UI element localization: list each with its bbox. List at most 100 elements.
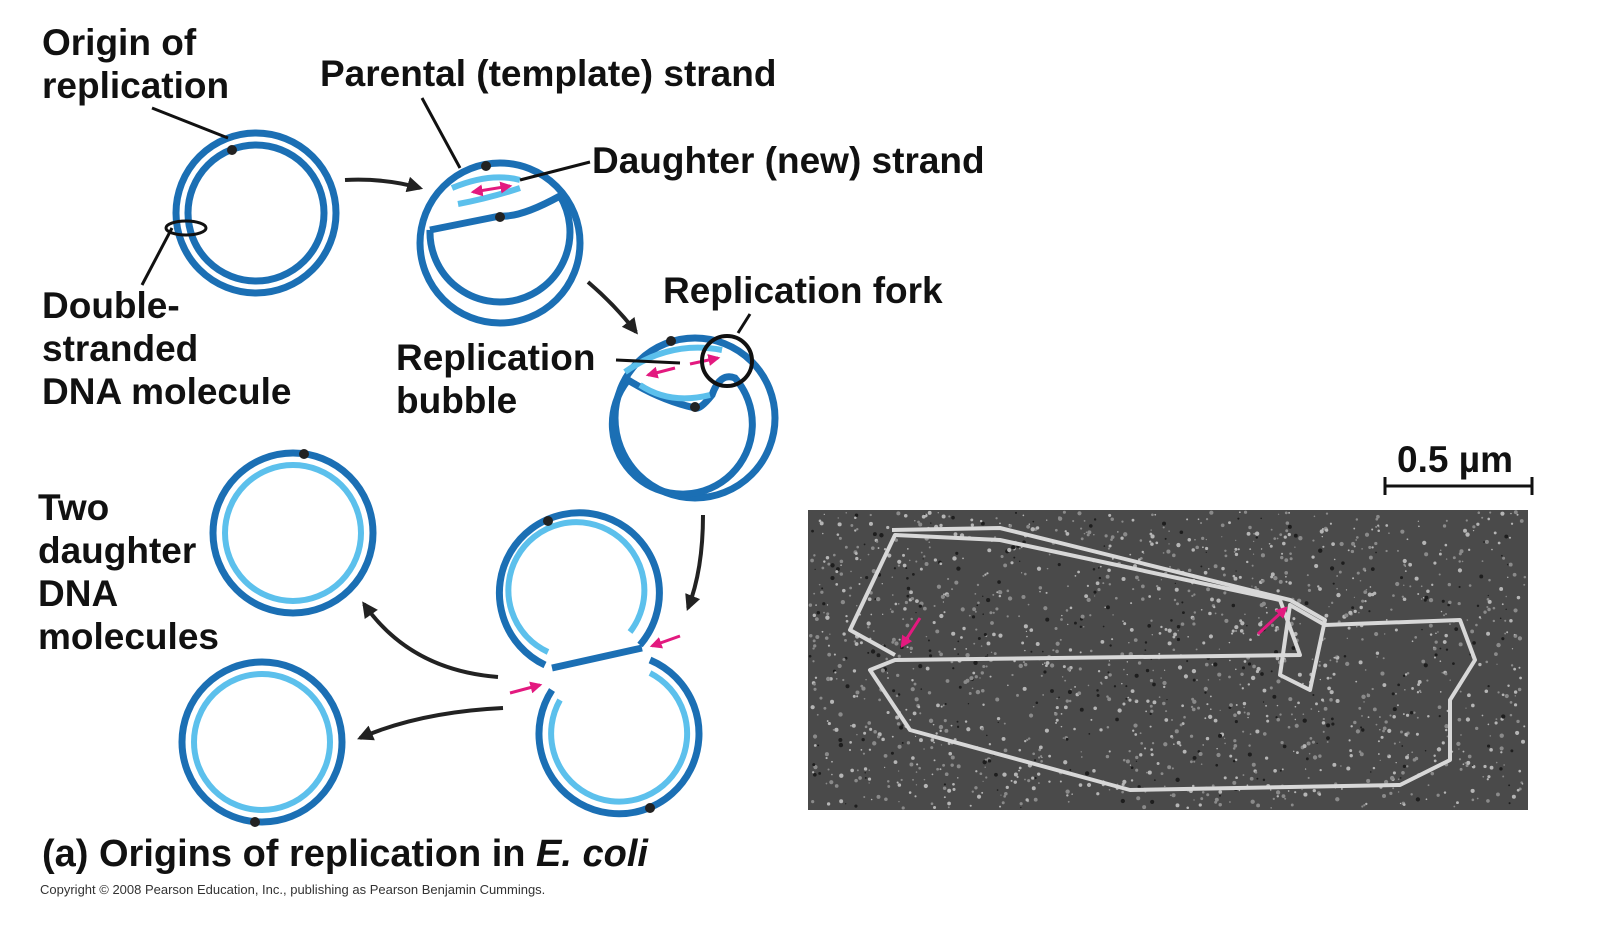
micrograph-speckle <box>1095 581 1100 586</box>
micrograph-speckle <box>1016 693 1019 697</box>
micrograph-speckle <box>1099 681 1103 684</box>
micrograph-speckle <box>1489 735 1492 737</box>
micrograph-speckle <box>1294 705 1297 708</box>
micrograph-speckle <box>831 773 833 776</box>
micrograph-speckle <box>1237 710 1241 715</box>
micrograph-speckle <box>1392 771 1396 775</box>
micrograph-speckle <box>1279 713 1282 716</box>
micrograph-speckle <box>1137 661 1142 665</box>
micrograph-speckle <box>812 763 816 767</box>
micrograph-speckle <box>1460 734 1462 736</box>
micrograph-speckle <box>813 765 818 770</box>
micrograph-speckle <box>1088 733 1091 735</box>
micrograph-speckle <box>1111 638 1114 641</box>
micrograph-speckle <box>915 771 918 773</box>
micrograph-speckle <box>812 647 815 650</box>
micrograph-speckle <box>1234 625 1239 630</box>
micrograph-speckle <box>1221 566 1225 571</box>
micrograph-speckle <box>999 805 1002 808</box>
micrograph-speckle <box>968 692 972 695</box>
micrograph-speckle <box>892 637 896 642</box>
micrograph-speckle <box>1235 570 1237 572</box>
micrograph-speckle <box>1200 565 1203 568</box>
micrograph-speckle <box>1318 548 1323 553</box>
figure-caption: (a) Origins of replication in E. coli <box>42 833 649 875</box>
micrograph-speckle <box>1399 802 1402 805</box>
micrograph-speckle <box>981 688 985 693</box>
micrograph-speckle <box>839 799 844 804</box>
micrograph-speckle <box>1285 580 1288 583</box>
micrograph-speckle <box>1273 768 1277 773</box>
micrograph-speckle <box>859 559 862 561</box>
micrograph-speckle <box>1038 586 1043 590</box>
micrograph-speckle <box>859 641 863 645</box>
micrograph-speckle <box>1036 566 1042 571</box>
micrograph-speckle <box>1191 707 1196 712</box>
micrograph-speckle <box>1042 650 1044 653</box>
micrograph-speckle <box>1260 672 1264 676</box>
micrograph-speckle <box>1507 576 1509 579</box>
micrograph-speckle <box>1059 638 1062 641</box>
micrograph-speckle <box>1026 635 1028 638</box>
micrograph-speckle <box>982 780 984 782</box>
micrograph-speckle <box>869 513 872 517</box>
micrograph-speckle <box>1331 722 1335 726</box>
micrograph-speckle <box>1204 691 1207 694</box>
micrograph-speckle <box>1083 519 1086 522</box>
micrograph-speckle <box>1376 656 1378 658</box>
micrograph-speckle <box>1218 648 1221 650</box>
micrograph-speckle <box>1149 725 1152 728</box>
micrograph-speckle <box>1192 699 1197 704</box>
micrograph-speckle <box>1107 671 1110 674</box>
micrograph-speckle <box>1400 730 1403 734</box>
micrograph-speckle <box>928 718 934 724</box>
micrograph-speckle <box>1190 705 1194 709</box>
micrograph-speckle <box>1177 629 1180 632</box>
micrograph-speckle <box>1468 584 1472 587</box>
micrograph-speckle <box>1318 710 1320 713</box>
micrograph-speckle <box>1508 784 1511 787</box>
micrograph-speckle <box>1456 801 1459 805</box>
micrograph-speckle <box>950 763 954 767</box>
micrograph-speckle <box>1007 684 1009 687</box>
micrograph-speckle <box>973 660 978 665</box>
micrograph-speckle <box>1314 564 1319 569</box>
micrograph-speckle <box>1174 729 1179 734</box>
micrograph-speckle <box>1256 777 1259 780</box>
micrograph-speckle <box>1151 513 1154 517</box>
micrograph-speckle <box>1171 718 1173 721</box>
micrograph-speckle <box>986 572 989 575</box>
micrograph-speckle <box>1415 732 1419 736</box>
micrograph-speckle <box>1521 739 1526 744</box>
micrograph-speckle <box>1192 678 1196 682</box>
micrograph-speckle <box>1104 606 1106 609</box>
micrograph-speckle <box>1030 527 1035 532</box>
micrograph-speckle <box>1108 750 1111 753</box>
micrograph-speckle <box>1018 663 1023 669</box>
micrograph-speckle <box>1010 779 1013 782</box>
micrograph-speckle <box>1414 756 1419 761</box>
micrograph-speckle <box>1424 595 1429 600</box>
micrograph-speckle <box>1399 777 1402 779</box>
dna-circle-bubble-small <box>416 159 584 327</box>
micrograph-speckle <box>1063 705 1068 710</box>
micrograph-speckle <box>1252 664 1256 669</box>
micrograph-speckle <box>1335 797 1340 802</box>
micrograph-speckle <box>1078 783 1083 787</box>
micrograph-speckle <box>982 760 987 765</box>
micrograph-speckle <box>1248 525 1252 530</box>
micrograph-speckle <box>1418 525 1420 528</box>
micrograph-speckle <box>914 795 917 798</box>
micrograph-speckle <box>1080 527 1083 530</box>
fork-pointer <box>736 313 752 334</box>
fork-marker <box>700 334 754 388</box>
micrograph-speckle <box>1389 791 1393 795</box>
micrograph-speckle <box>1224 618 1229 623</box>
micrograph-speckle <box>1493 531 1497 535</box>
micrograph-speckle <box>1502 775 1505 778</box>
micrograph-speckle <box>1483 764 1487 769</box>
micrograph-speckle <box>1249 638 1252 642</box>
micrograph-speckle <box>897 783 902 787</box>
micrograph-speckle <box>1092 769 1096 773</box>
micrograph-speckle <box>1500 751 1503 754</box>
